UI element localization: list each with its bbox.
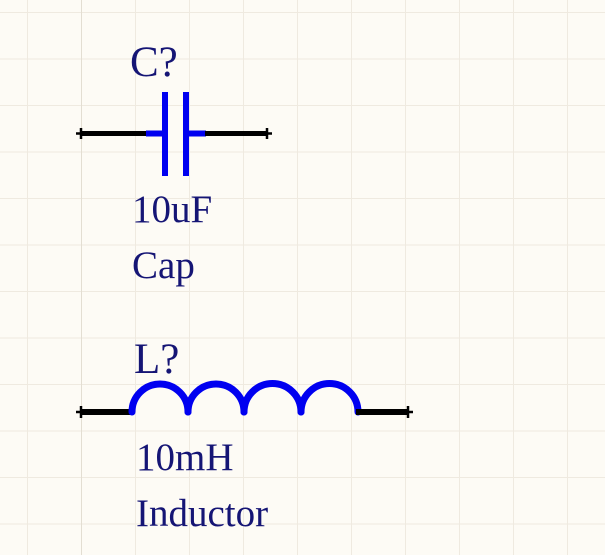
grid-major-vertical-rule — [81, 0, 82, 555]
inductor-coil-arc-1 — [128, 380, 192, 416]
inductor-name-label[interactable]: Inductor — [136, 492, 269, 535]
capacitor-reference-label[interactable]: C? — [130, 39, 178, 86]
capacitor-name-label[interactable]: Cap — [132, 244, 195, 287]
capacitor-value-label[interactable]: 10uF — [132, 188, 213, 231]
inductor-coil-arc-2 — [184, 380, 248, 416]
inductor-coil-arc-4 — [297, 380, 362, 416]
capacitor-pin-1-endpoint-icon — [76, 128, 87, 139]
inductor-coil-arc-3 — [240, 380, 305, 416]
inductor-value-label[interactable]: 10mH — [136, 436, 234, 479]
capacitor-symbol[interactable] — [76, 92, 272, 176]
capacitor-pin-2-endpoint-icon — [262, 128, 272, 139]
inductor-symbol[interactable] — [76, 380, 413, 418]
inductor-pin-1-endpoint-icon — [76, 406, 87, 418]
inductor-pin-2-endpoint-icon — [403, 406, 413, 418]
inductor-reference-label[interactable]: L? — [134, 336, 180, 383]
